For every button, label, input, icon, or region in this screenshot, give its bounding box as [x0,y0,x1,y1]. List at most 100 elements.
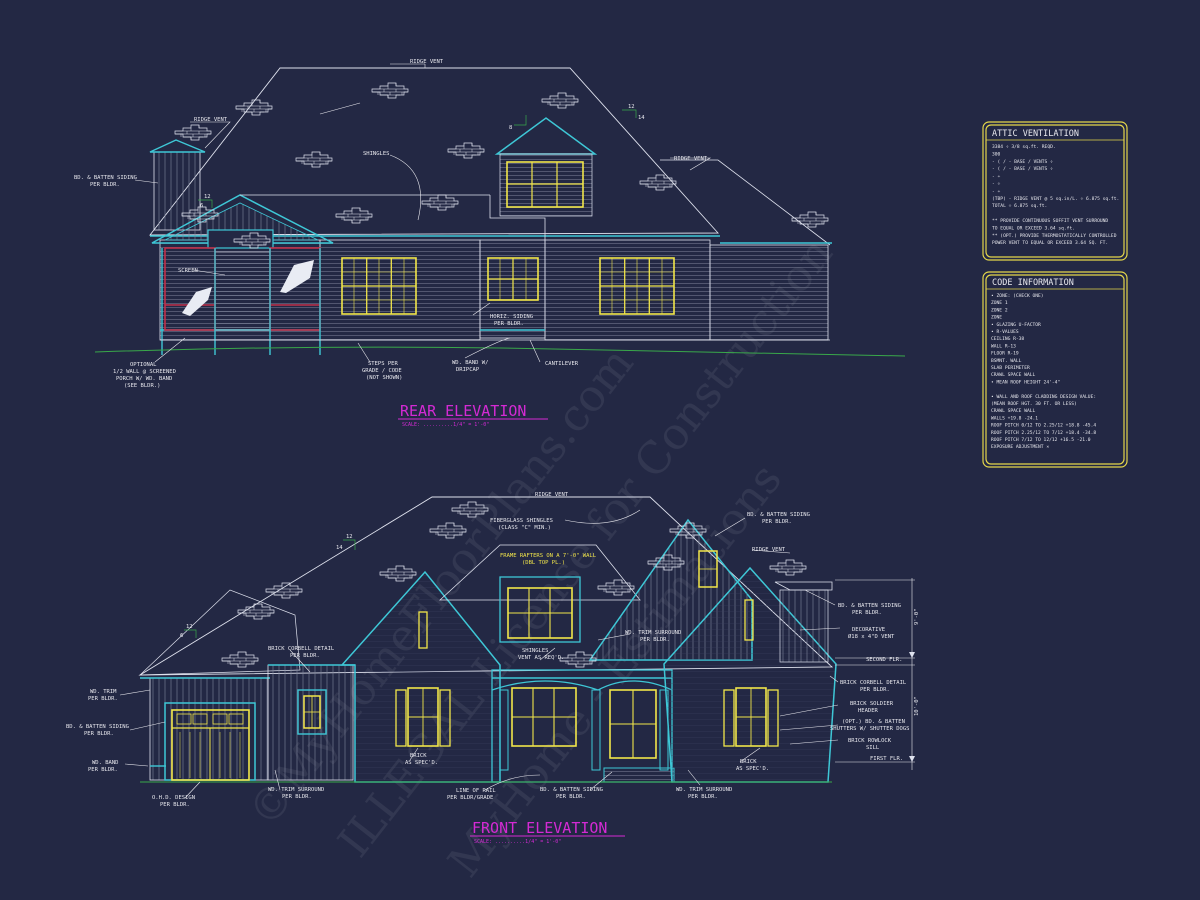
front-label-wd-trim-bot-1: WD. TRIM SURROUND [268,787,324,793]
front-label-bd-batten-bot-2: PER BLDR. [556,794,586,800]
rear-dormer [494,117,598,155]
front-label-brick-rowlock-1: BRICK ROWLOCK [848,738,892,744]
front-pitch-12b: 12 [186,624,193,630]
attic-ventilation-line: TO EQUAL OR EXCEED 3.64 sq.ft. [992,225,1075,231]
rear-label-bd-batten-1: BD. & BATTEN SIDING [74,175,137,181]
front-label-bd-batten-bot-1: BD. & BATTEN SIDING [540,787,603,793]
attic-ventilation-line: ** PROVIDE CONTINUOUS SOFFIT VENT SURROU… [992,218,1108,224]
rear-label-screen: SCREEN [178,268,198,274]
front-garage-wall [149,677,269,781]
front-label-brick-soldier-1: BRICK SOLDIER [850,701,894,707]
front-label-bd-batten-top-2: PER BLDR. [762,519,792,525]
code-information-line: CRAWL SPACE WALL [991,408,1035,414]
front-label-wd-trim-r-2: PER BLDR. [688,794,718,800]
front-label-dim-upper: 9'-0" [914,608,920,625]
attic-ventilation-lines: 3384 ÷ 3/8 sq.ft. REQD.300 - ( / - BASE /… [992,144,1119,246]
front-label-wd-band-1: WD. BAND [92,760,119,766]
front-label-bd-batten-l-2: PER BLDR. [84,731,114,737]
front-label-decorative-2: Ø18 x 4"D VENT [848,633,895,640]
front-label-shingles-vent-1: SHINGLES [522,648,549,654]
code-information-line: CEILING R-38 [991,336,1024,342]
front-label-dim-lower: 10'-0" [914,696,920,716]
code-information-line: • MEAN ROOF HEIGHT 24'-4" [991,379,1060,385]
code-information-panel: CODE INFORMATION • ZONE: (CHECK ONE) ZON… [982,271,1128,468]
front-label-line-rail-1: LINE OF RAIL [456,788,496,794]
front-label-brick-corbell-l-2: PER BLDR. [290,653,320,659]
attic-ventilation-line: 3384 ÷ 3/8 sq.ft. REQD. [992,144,1056,150]
front-left-vent [418,611,428,649]
front-label-opt-bd-1: (OPT.) BD. & BATTEN [842,719,905,725]
front-label-wd-trim-bot-2: PER BLDR. [282,794,312,800]
front-label-wd-trim-c-2: PER BLDR. [640,637,670,643]
code-information-line: (MEAN ROOF HGT. 30 FT. OR LESS) [991,401,1077,407]
front-label-ohd-1: O.H.D. DESIGN [152,795,195,801]
front-label-ridge-vent-top: RIDGE VENT [535,492,569,498]
front-label-frame-2: (DBL TOP PL.) [522,560,565,566]
rear-label-ridge-vent-right: RIDGE VENT [674,156,708,162]
rear-wall-right [544,239,711,341]
front-pitch-14: 14 [336,545,343,551]
front-label-brick-rowlock-2: SILL [866,745,880,751]
rear-label-bd-batten-2: PER BLDR. [90,182,120,188]
front-label-bd-batten-r-1: BD. & BATTEN SIDING [838,603,901,609]
front-left-gable [340,570,501,783]
front-label-brick-corbell-l-1: BRICK CORBELL DETAIL [268,646,335,652]
front-label-line-rail-2: PER BLDR/GRADE [447,795,493,801]
attic-ventilation-line: - ( / - BASE / VENTS ÷ [992,166,1053,172]
code-information-line: BSMNT. WALL [991,358,1022,364]
rear-label-horiz-siding-2: PER BLDR. [494,321,524,327]
rear-label-cantilever: CANTILEVER [545,361,579,367]
front-label-fiberglass-2: (CLASS "C" MIN.) [498,525,551,531]
rear-label-steps-3: (NOT SHOWN) [366,375,402,381]
front-label-opt-bd-2: SHUTTERS W/ SHUTTER DOGS [830,726,909,732]
front-label-bd-batten-l-1: BD. & BATTEN SIDING [66,724,129,730]
code-information-line: ROOF PITCH 0/12 TO 2.25/12 +18.8 -45.4 [991,423,1096,429]
rear-label-ridge-vent-top: RIDGE VENT [410,59,444,65]
rear-label-wd-band-2: DRIPCAP [456,367,480,373]
front-label-brick-l-2: AS SPEC'D. [405,760,438,766]
front-label-frame-1: FRAME RAFTERS ON A 7'-0" WALL [500,553,597,559]
attic-ventilation-line: ** (OPT.) PROVIDE THERMOSTATICALLY CONTR… [992,233,1117,239]
front-label-fiberglass-1: FIBERGLASS SHINGLES [490,518,553,524]
rear-label-shingles: SHINGLES [363,151,390,157]
front-label-brick-soldier-2: HEADER [858,708,879,714]
attic-ventilation-line: POWER VENT TO EQUAL OR EXCEED 3.64 SQ. F… [992,240,1108,246]
rear-label-optional-2: 1/2 WALL @ SCREENED [113,369,176,375]
code-information-line: FLOOR R-19 [991,351,1019,357]
attic-ventilation-line: 300 [992,151,1001,157]
code-information-line: WALLS +19.8 -24.1 [991,415,1038,421]
attic-ventilation-line: - ÷ [992,182,1001,187]
code-information-line: ROOF PITCH 7/12 TO 12/12 +16.5 -21.0 [991,437,1091,443]
code-information-line: EXPOSURE ADJUSTMENT × [991,444,1049,450]
code-information-line: CRAWL SPACE WALL [991,372,1035,378]
rear-elevation-title: REAR ELEVATION [400,402,526,420]
rear-label-horiz-siding-1: HORIZ. SIDING [490,314,533,320]
front-label-brick-r-2: AS SPEC'D. [736,766,769,772]
code-information-line: • GLAZING U-FACTOR [991,322,1041,328]
front-label-wd-trim-c-1: WD. TRIM SURROUND [625,630,681,636]
rear-label-optional-3: PORCH W/ WD. BAND [116,376,172,382]
code-information-line: • R-VALUES [991,329,1019,335]
attic-ventilation-line: TOTAL ÷ 6.875 sq.ft. [992,203,1047,209]
front-elevation-title: FRONT ELEVATION [472,819,607,837]
front-label-bd-batten-top-1: BD. & BATTEN SIDING [747,512,810,518]
rear-pitch-8: 8 [509,125,512,131]
front-label-brick-corbell-r-2: PER BLDR. [860,687,890,693]
front-label-wd-trim-l-1: WD. TRIM [90,689,117,695]
front-label-first-flr: FIRST FLR. [870,756,903,762]
front-label-bd-batten-r-2: PER BLDR. [852,610,882,616]
rear-label-ridge-vent-left: RIDGE VENT [194,117,228,123]
front-wing-wall [267,664,354,781]
front-right-vent [744,599,754,641]
rear-left-tower [153,151,201,231]
attic-ventilation-line: - ÷ [992,189,1001,194]
code-information-line: WALL R-13 [991,343,1016,349]
front-label-ohd-2: PER BLDR. [160,802,190,808]
rear-elevation-scale: SCALE: ..........1/4" = 1'-0" [402,422,489,428]
code-information-line: ZONE [991,315,1002,321]
front-label-shingles-vent-2: VENT AS REQ'D. [518,655,564,661]
rear-main-roof [149,67,720,236]
rear-pitch-12a: 12 [204,194,211,200]
code-information-line: ZONE 2 [991,307,1008,313]
